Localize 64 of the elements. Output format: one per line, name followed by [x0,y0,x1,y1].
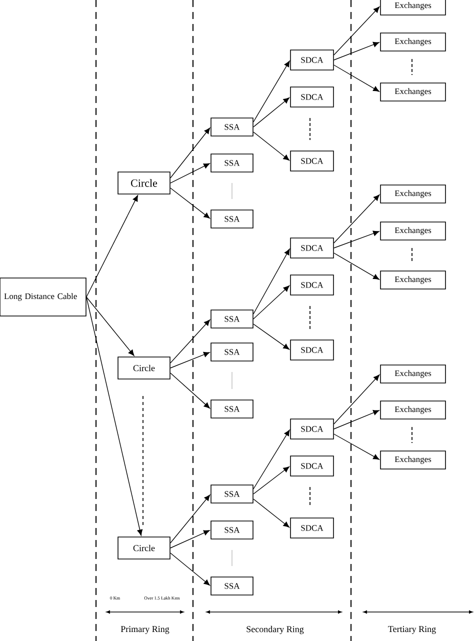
node-box: SDCA [290,456,334,476]
arrow [170,320,210,364]
arrow [253,466,290,494]
ring-label: Primary Ring [120,626,170,634]
node-box: SSA [210,210,254,228]
arrow [86,195,138,298]
arrow [170,163,210,184]
node-box: Exchanges [380,364,446,384]
node-box: Exchanges [380,0,446,16]
arrow [253,430,290,490]
node-box: Exchanges [380,184,446,204]
arrow [170,352,210,368]
arrow [170,188,210,219]
arrow [334,6,380,56]
node-box: SDCA [290,518,334,538]
arrow [86,296,143,536]
node-box: SSA [210,484,254,504]
arrow [253,324,290,350]
node-box: SDCA [290,340,334,360]
node-box: SSA [210,342,254,362]
node-box: SDCA [290,274,334,296]
arrow [253,248,290,314]
arrow [253,60,290,122]
arrow [170,530,210,548]
node-box: SDCA [290,150,334,172]
arrow [253,498,290,528]
arrow [334,230,380,248]
arrow [253,97,290,128]
arrow [334,64,380,92]
node-box: Exchanges [380,450,446,470]
node-box: Exchanges [380,82,446,102]
node-box: Circle [118,172,170,194]
node-box: SSA [210,154,254,172]
arrow [253,132,290,161]
arrow [170,494,210,544]
node-box: SSA [210,118,254,136]
node-box: SDCA [290,238,334,258]
node-box: SSA [210,310,254,328]
arrow [170,552,210,586]
arrow [334,252,380,280]
arrow [334,374,380,424]
arrow [253,286,290,320]
node-box: SSA [210,576,254,596]
node-box: SSA [210,520,254,540]
arrow [334,410,380,430]
ring-label: Tertiary Ring [388,626,436,634]
node-box: Circle [118,356,170,380]
node-box: SDCA [290,86,334,108]
arrow [170,372,210,408]
arrow [170,128,210,178]
node-box: SDCA [290,50,334,70]
node-box: SDCA [290,418,334,440]
node-box: Circle [118,536,170,560]
arrow [86,296,134,356]
node-box: Exchanges [380,222,446,240]
arrow [334,42,380,60]
node-box: Exchanges [380,32,446,52]
node-box: SSA [210,400,254,418]
cable-box: Long Distance Cable [0,278,86,316]
node-box: Exchanges [380,270,446,290]
ring-label: Secondary Ring [246,626,304,634]
node-box: Exchanges [380,400,446,420]
arrow [334,434,380,460]
arrow [334,194,380,244]
